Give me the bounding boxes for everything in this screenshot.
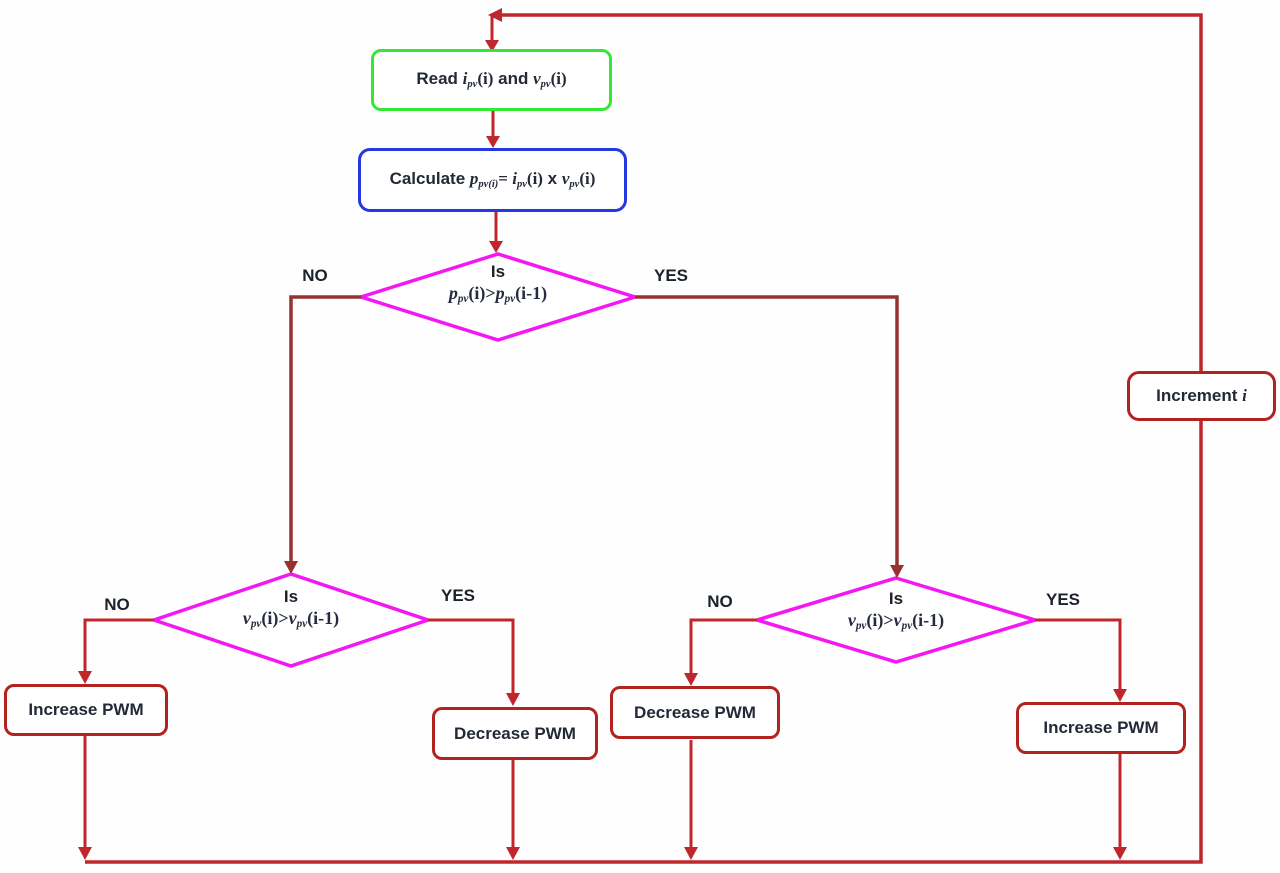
increase-pwm-left-label: Increase PWM <box>28 700 144 720</box>
increase-pwm-right-label: Increase PWM <box>1043 718 1159 738</box>
voltage-right-no-label: NO <box>707 592 733 611</box>
voltage-decision-left-diamond <box>148 572 434 668</box>
voltage-right-no-edge <box>689 618 757 678</box>
arrowhead-down-icon <box>486 136 500 148</box>
voltage-left-no-edge <box>83 618 154 676</box>
power-yes-edge <box>635 295 899 570</box>
arrowhead-down-icon <box>78 847 92 860</box>
calculate-power-node: Calculate ppv(i)= ipv(i) x vpv(i) <box>358 148 627 212</box>
voltage-left-yes-edge <box>428 618 515 698</box>
arrowhead-down-icon <box>284 561 298 574</box>
read-inputs-node: Read ipv(i) and vpv(i) <box>371 49 612 111</box>
arrowhead-down-icon <box>506 693 520 706</box>
decrease-pwm-left-node: Decrease PWM <box>432 707 598 760</box>
arrowhead-down-icon <box>1113 689 1127 702</box>
increase-pwm-right-node: Increase PWM <box>1016 702 1186 754</box>
increment-label: Increment i <box>1156 386 1247 406</box>
decrease-pwm-left-label: Decrease PWM <box>454 723 576 743</box>
arrowhead-down-icon <box>489 241 503 253</box>
arrowhead-down-icon <box>78 671 92 684</box>
arrowhead-down-icon <box>890 565 904 578</box>
power-decision-diamond <box>355 252 641 342</box>
power-no-label: NO <box>302 266 328 285</box>
loop-edge <box>85 13 1203 864</box>
arrowhead-down-icon <box>485 40 499 52</box>
voltage-decision-right-diamond <box>750 576 1042 664</box>
voltage-right-yes-edge <box>1035 618 1122 694</box>
voltage-left-no-label: NO <box>104 595 130 614</box>
voltage-right-yes-label: YES <box>1045 590 1081 609</box>
increment-node: Increment i <box>1127 371 1276 421</box>
calculate-power-label: Calculate ppv(i)= ipv(i) x vpv(i) <box>389 168 596 190</box>
arrowhead-down-icon <box>506 847 520 860</box>
increase-pwm-left-node: Increase PWM <box>4 684 168 736</box>
power-yes-label: YES <box>653 266 689 285</box>
voltage-left-yes-label: YES <box>440 586 476 605</box>
power-no-edge <box>289 295 361 566</box>
read-inputs-label: Read ipv(i) and vpv(i) <box>416 68 567 90</box>
arrowhead-down-icon <box>684 673 698 686</box>
decrease-pwm-right-node: Decrease PWM <box>610 686 780 739</box>
decrease-pwm-right-label: Decrease PWM <box>634 702 756 722</box>
arrowhead-left-icon <box>488 8 502 22</box>
arrowhead-down-icon <box>1113 847 1127 860</box>
arrowhead-down-icon <box>684 847 698 860</box>
